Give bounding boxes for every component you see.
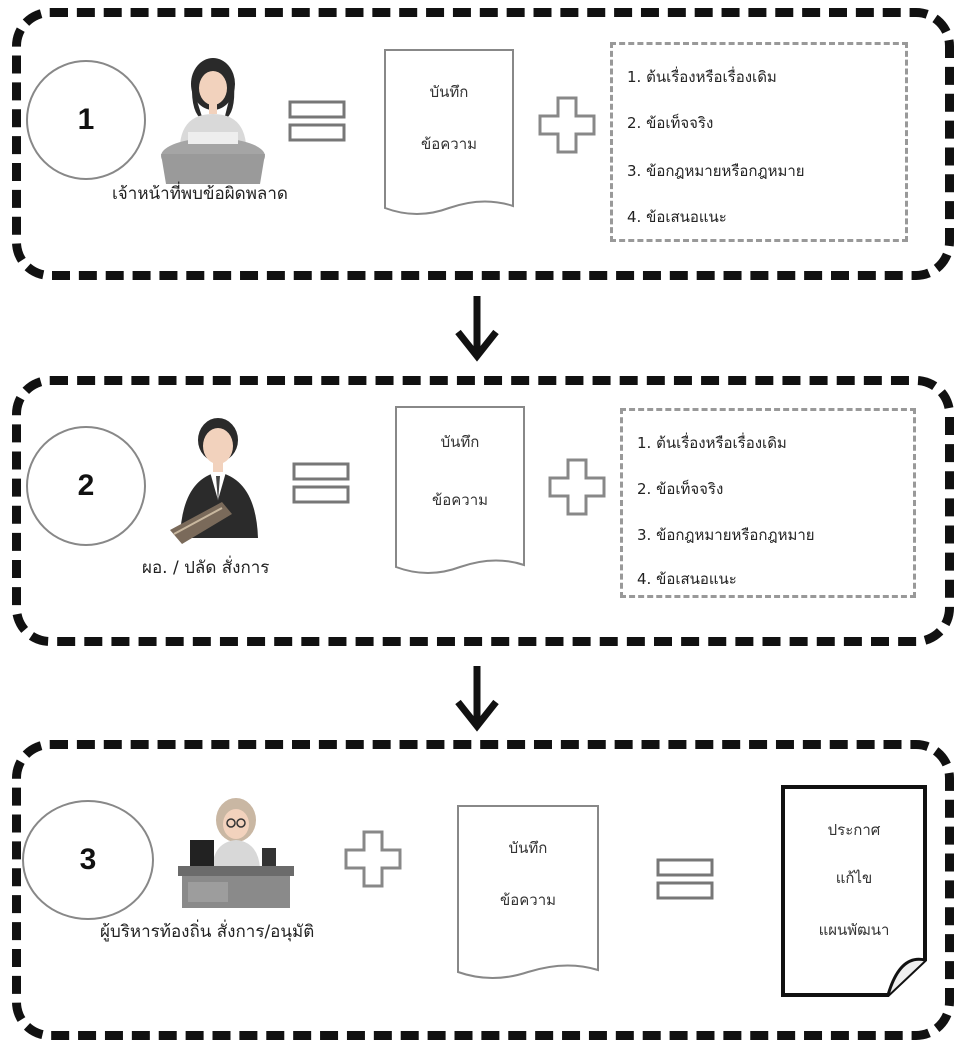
step-2-content-list: 1. ต้นเรื่องหรือเรื่องเดิม 2. ข้อเท็จจริ… [620,408,916,598]
announcement-document-icon [781,785,927,997]
memo-line-2: ข้อความ [420,135,478,153]
plus-icon [548,458,606,516]
equals-icon [292,462,350,504]
officer-woman-icon [161,58,265,184]
step-3-number: 3 [79,843,97,876]
arrow-down-icon [455,296,499,362]
list-item: 2. ข้อเท็จจริง [637,480,724,498]
memo-line-1: บันทึก [429,83,469,101]
list-item: 4. ข้อเสนอแนะ [637,570,737,588]
director-man-icon [170,418,258,544]
announcement-line-2: แก้ไข [835,869,873,887]
memo-document-icon [384,49,514,215]
list-item: 1. ต้นเรื่องหรือเรื่องเดิม [627,68,777,86]
memo-line-2: ข้อความ [499,891,557,909]
list-item: 3. ข้อกฎหมายหรือกฎหมาย [627,162,805,180]
memo-document-icon [395,406,525,574]
list-item: 1. ต้นเรื่องหรือเรื่องเดิม [637,434,787,452]
step-1-number-circle: 1 [26,60,146,180]
plus-icon [538,96,596,154]
plus-icon [344,830,402,888]
step-3-actor-label: ผู้บริหารท้องถิ่น สั่งการ/อนุมัติ [100,922,315,942]
step-2-panel [12,376,954,646]
memo-line-1: บันทึก [440,433,480,451]
list-item: 3. ข้อกฎหมายหรือกฎหมาย [637,526,815,544]
list-item: 4. ข้อเสนอแนะ [627,208,727,226]
step-2-number-circle: 2 [26,426,146,546]
step-3-number-circle: 3 [22,800,154,920]
step-2-number: 2 [77,469,95,502]
memo-line-2: ข้อความ [431,491,489,509]
equals-icon [288,100,346,142]
executive-desk-icon [178,798,294,908]
equals-icon [656,858,714,900]
arrow-down-icon [455,666,499,732]
step-1-panel [12,8,954,280]
step-2-actor-label: ผอ. / ปลัด สั่งการ [142,558,270,578]
step-1-number: 1 [77,103,95,136]
step-1-content-list: 1. ต้นเรื่องหรือเรื่องเดิม 2. ข้อเท็จจริ… [610,42,908,242]
announcement-line-3: แผนพัฒนา [818,921,890,939]
step-1-actor-label: เจ้าหน้าที่พบข้อผิดพลาด [112,184,288,204]
memo-document-icon [457,805,599,979]
memo-line-1: บันทึก [508,839,548,857]
list-item: 2. ข้อเท็จจริง [627,114,714,132]
announcement-line-1: ประกาศ [827,821,881,839]
